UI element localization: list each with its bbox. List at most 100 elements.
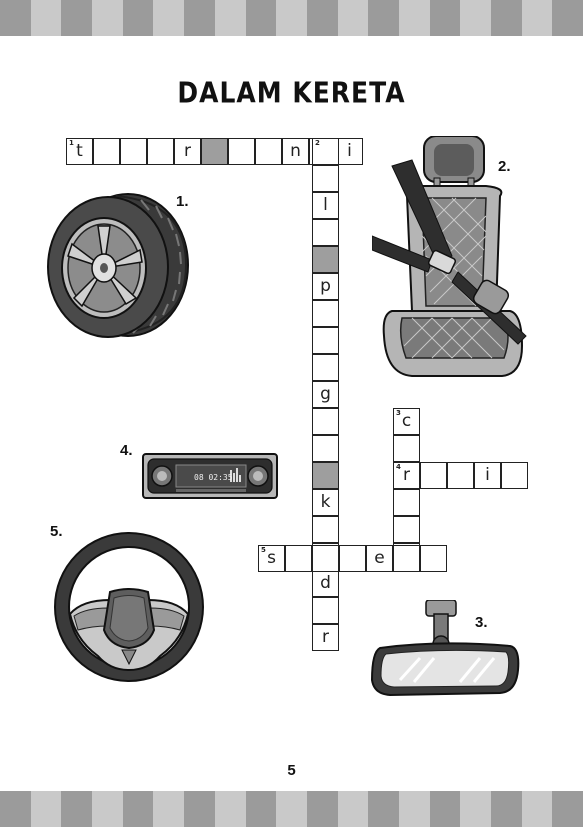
cell-letter: n <box>290 141 301 161</box>
bottom-stripe-border <box>0 791 583 827</box>
stripe-block <box>429 791 461 827</box>
crossword-cell[interactable] <box>420 545 447 572</box>
stripe-block <box>245 791 277 827</box>
crossword-cell[interactable]: r <box>174 138 201 165</box>
clue-number-3: 3. <box>475 614 488 631</box>
stripe-block <box>184 0 215 36</box>
clue-number-5: 5. <box>50 523 63 540</box>
crossword-cell[interactable] <box>312 246 339 273</box>
cell-letter: r <box>322 627 329 647</box>
stripe-block <box>0 791 31 827</box>
stripe-block <box>61 0 93 36</box>
stripe-block <box>398 791 430 827</box>
stripe-block <box>92 0 123 36</box>
clue-number-4: 4. <box>120 442 133 459</box>
stripe-block <box>306 0 338 36</box>
crossword-cell[interactable] <box>501 462 528 489</box>
stripe-block <box>245 0 277 36</box>
stripe-block <box>337 0 369 36</box>
clue-number-1: 1. <box>176 193 189 210</box>
crossword-cell[interactable] <box>312 327 339 354</box>
stripe-block <box>521 791 553 827</box>
crossword-cell[interactable]: d <box>312 570 339 597</box>
stripe-block <box>337 791 369 827</box>
cell-letter: e <box>374 548 385 568</box>
stripe-block <box>306 791 338 827</box>
stripe-block <box>92 791 123 827</box>
crossword-cell[interactable] <box>420 462 447 489</box>
crossword-cell[interactable] <box>312 545 339 572</box>
stripe-block <box>276 791 307 827</box>
stripe-block <box>491 791 522 827</box>
clue-cell-number: 1 <box>69 139 74 147</box>
stripe-block <box>460 0 491 36</box>
stripe-block <box>184 791 215 827</box>
crossword-cell[interactable]: i <box>336 138 363 165</box>
cell-letter: k <box>320 492 331 512</box>
stripe-block <box>429 0 461 36</box>
stripe-block <box>521 0 553 36</box>
stripe-block <box>30 0 62 36</box>
crossword-cell[interactable] <box>312 219 339 246</box>
cell-letter: c <box>401 411 412 431</box>
crossword-cell[interactable] <box>312 165 339 192</box>
cell-letter: r <box>184 141 191 161</box>
crossword-cell[interactable] <box>312 597 339 624</box>
stripe-block <box>61 791 93 827</box>
cell-letter: i <box>485 465 490 485</box>
crossword-cell[interactable] <box>393 489 420 516</box>
stripe-block <box>122 0 154 36</box>
crossword-cell[interactable]: 2 <box>312 138 339 165</box>
crossword-cell[interactable] <box>255 138 282 165</box>
crossword-cell[interactable]: i <box>474 462 501 489</box>
crossword-cell[interactable]: k <box>312 489 339 516</box>
stripe-block <box>0 0 31 36</box>
page-number: 5 <box>287 762 296 779</box>
cell-letter: i <box>347 141 352 161</box>
crossword-cell[interactable] <box>312 408 339 435</box>
cell-letter: r <box>403 465 410 485</box>
stripe-block <box>153 0 185 36</box>
cell-letter: p <box>320 276 331 296</box>
crossword-cell[interactable] <box>312 516 339 543</box>
cell-letter: s <box>267 548 276 568</box>
cell-letter: l <box>323 195 328 215</box>
crossword-cell[interactable]: n <box>282 138 309 165</box>
clue-cell-number: 5 <box>261 546 266 554</box>
stripe-block <box>153 791 185 827</box>
crossword-cell[interactable]: g <box>312 381 339 408</box>
crossword-cell[interactable] <box>285 545 312 572</box>
crossword-cell[interactable]: l <box>312 192 339 219</box>
crossword-cell[interactable] <box>393 545 420 572</box>
stripe-block <box>368 0 399 36</box>
radio-display-text: 08 02:35 <box>194 473 233 482</box>
crossword-cell[interactable] <box>201 138 228 165</box>
crossword-cell[interactable] <box>228 138 255 165</box>
car-seat-with-seatbelt-icon <box>372 136 527 377</box>
crossword-cell[interactable] <box>447 462 474 489</box>
crossword-cell[interactable] <box>312 354 339 381</box>
crossword-cell[interactable] <box>120 138 147 165</box>
crossword-cell[interactable] <box>312 435 339 462</box>
crossword-cell[interactable] <box>147 138 174 165</box>
crossword-cell[interactable]: r <box>312 624 339 651</box>
crossword-cell[interactable] <box>339 545 366 572</box>
crossword-cell[interactable] <box>393 435 420 462</box>
crossword-cell[interactable] <box>93 138 120 165</box>
clue-cell-number: 3 <box>396 409 401 417</box>
cell-letter: g <box>320 384 331 404</box>
crossword-cell[interactable]: e <box>366 545 393 572</box>
crossword-cell[interactable]: p <box>312 273 339 300</box>
stripe-block <box>214 0 246 36</box>
clue-cell-number: 2 <box>315 139 320 147</box>
crossword-cell[interactable] <box>393 516 420 543</box>
rear-view-mirror-icon <box>370 600 520 697</box>
stripe-block <box>398 0 430 36</box>
crossword-cell[interactable] <box>312 300 339 327</box>
stripe-block <box>368 791 399 827</box>
crossword-cell[interactable] <box>312 462 339 489</box>
